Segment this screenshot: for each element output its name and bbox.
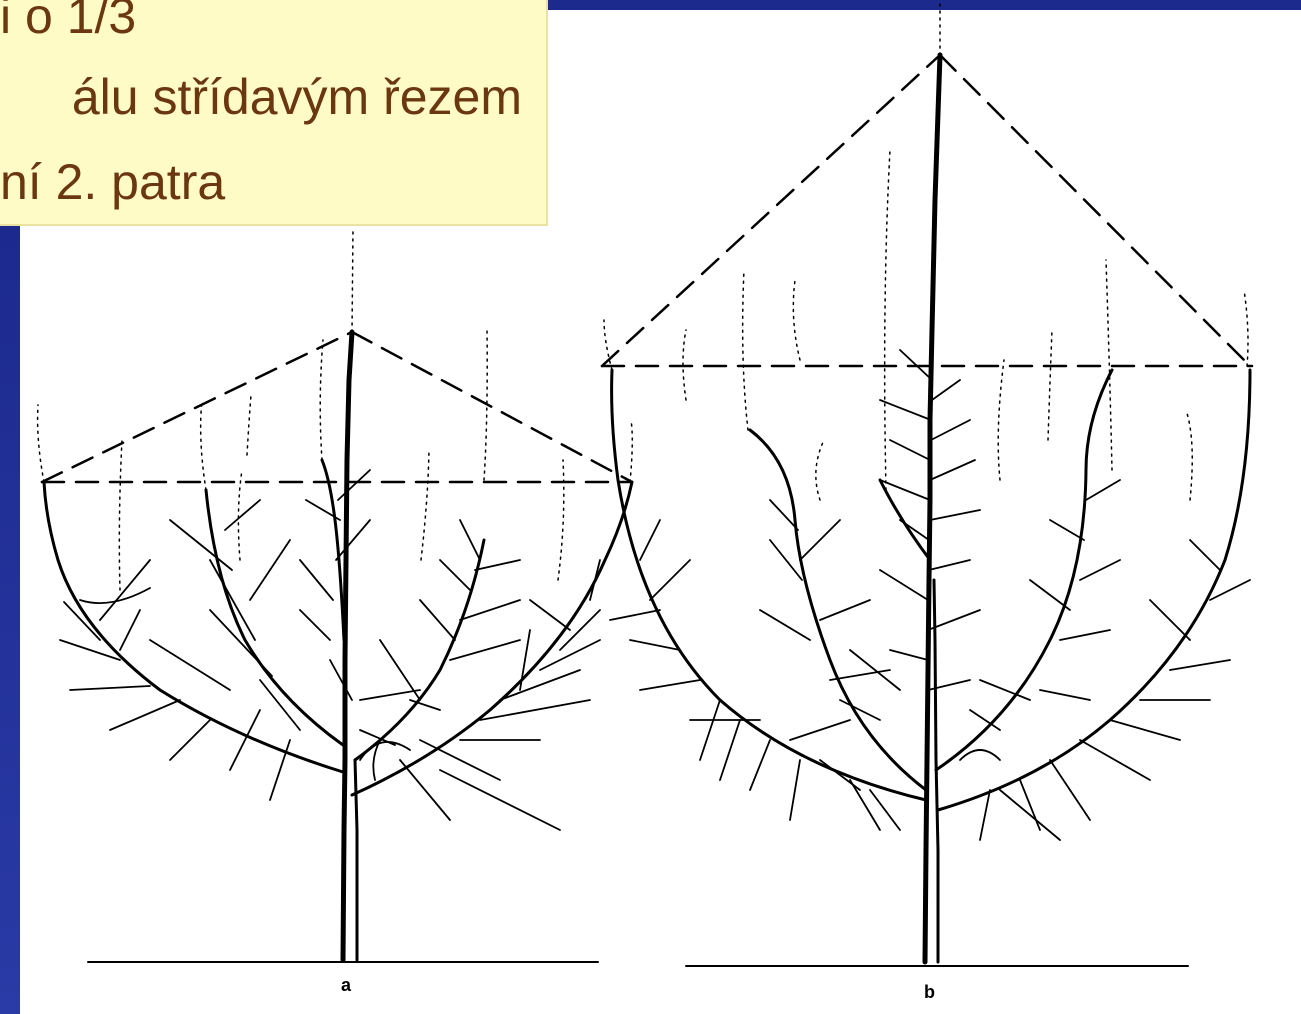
text-box: i o 1/3 álu střídavým řezem ní 2. patra (0, 0, 548, 226)
scaffold-branches-a (42, 458, 634, 797)
crown-outline-b (600, 53, 1254, 368)
trunk-a (340, 329, 355, 963)
figure-label-a: a (341, 975, 352, 995)
crown-outline-a (40, 330, 634, 484)
pruned-shoot-tips-b (603, 0, 1249, 501)
slide-background-band-top (540, 0, 1301, 10)
text-line-1: i o 1/3 (0, 0, 137, 44)
pruned-shoot-tips-a (36, 229, 634, 591)
lateral-shoots-a (59, 469, 601, 831)
tree-b (600, 0, 1254, 967)
scaffold-branches-b (610, 368, 1252, 812)
text-line-2: álu střídavým řezem (71, 69, 522, 125)
tree-a (36, 229, 634, 963)
figure-label-b: b (924, 982, 935, 1002)
text-line-3: ní 2. patra (0, 154, 226, 210)
lateral-shoots-b (609, 349, 1251, 841)
slide-background-band-left (0, 215, 20, 1014)
